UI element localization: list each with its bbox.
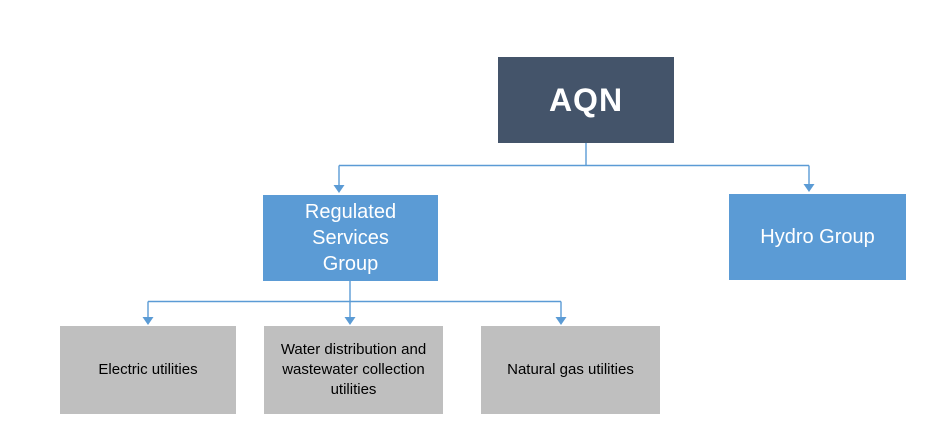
node-aqn-label: AQN — [548, 81, 624, 118]
node-regulated-services-group: Regulated Services Group — [263, 195, 438, 281]
connector-root-to-groups — [338, 143, 810, 186]
node-hydro-group-label: Hydro Group — [760, 226, 875, 248]
node-water-wastewater-utilities-label: Water distribution and wastewater collec… — [280, 341, 427, 398]
node-water-wastewater-utilities: Water distribution and wastewater collec… — [264, 326, 443, 414]
node-electric-utilities-label: Electric utilities — [98, 361, 198, 378]
connector-regulated-to-utilities — [147, 281, 562, 318]
node-aqn: AQN — [498, 57, 674, 143]
node-electric-utilities: Electric utilities — [60, 326, 236, 414]
node-natural-gas-utilities-label: Natural gas utilities — [507, 361, 634, 378]
node-natural-gas-utilities: Natural gas utilities — [481, 326, 660, 414]
connector-arrowheads-level1 — [333, 184, 815, 193]
node-regulated-services-group-label: Regulated Services Group — [304, 201, 397, 275]
node-hydro-group: Hydro Group — [729, 194, 906, 280]
connector-arrowheads-level2 — [142, 317, 567, 325]
